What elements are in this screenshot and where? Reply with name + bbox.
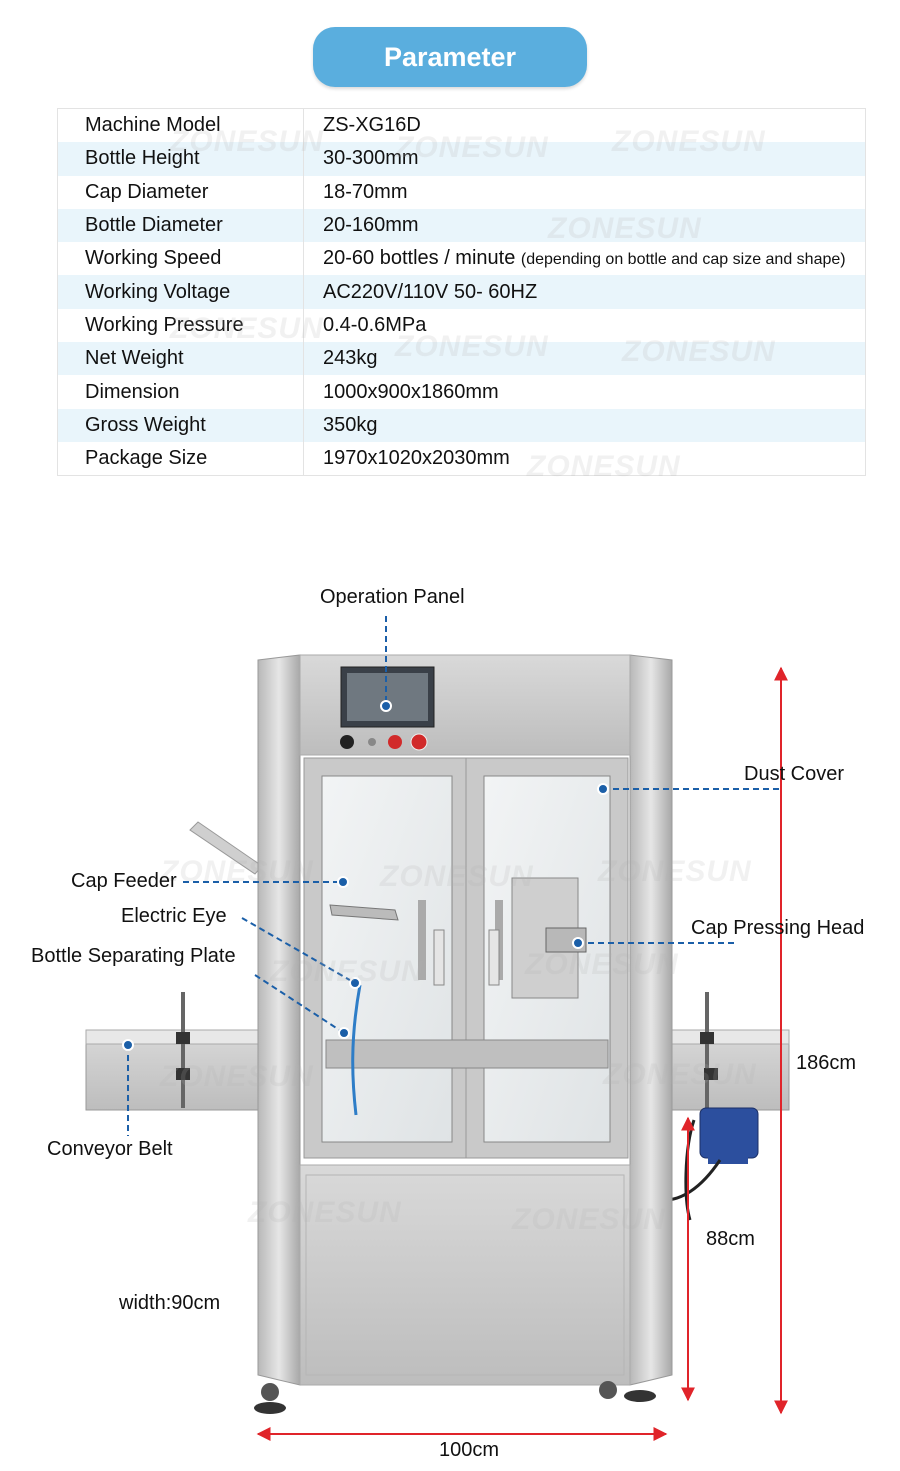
spec-label: Working Voltage	[57, 275, 304, 309]
conveyor-belt-marker	[122, 1039, 134, 1051]
electric-eye-marker	[349, 977, 361, 989]
spec-label: Working Pressure	[57, 308, 304, 343]
cap-pressing-head-marker	[572, 937, 584, 949]
spec-value-text: 0.4-0.6MPa	[323, 313, 427, 336]
spec-value: 0.4-0.6MPa	[304, 309, 866, 342]
length-label: 100cm	[439, 1439, 500, 1461]
spec-value-text: 1970x1020x2030mm	[323, 447, 510, 470]
spec-value: 1000x900x1860mm	[304, 375, 866, 408]
spec-value-text: 243kg	[323, 347, 378, 370]
left-conveyor	[85, 992, 263, 1111]
cap-feeder-marker	[337, 876, 349, 888]
spec-row: Package Size 1970x1020x2030mm	[57, 441, 866, 476]
spec-label: Package Size	[57, 441, 304, 476]
spec-label: Net Weight	[57, 342, 304, 376]
spec-value-text: 30-300mm	[323, 147, 419, 170]
electric-eye-label: Electric Eye	[121, 905, 227, 927]
spec-label: Cap Diameter	[57, 175, 304, 209]
bottle-separating-plate-label: Bottle Separating Plate	[31, 945, 236, 967]
spec-value: AC220V/110V 50- 60HZ	[303, 275, 866, 309]
spec-value-text: 20-160mm	[323, 214, 419, 237]
conveyor-belt-label: Conveyor Belt	[47, 1138, 173, 1160]
operation-panel-label: Operation Panel	[320, 586, 465, 608]
total-height-label: 186cm	[796, 1052, 857, 1074]
spec-value: 30-300mm	[303, 142, 866, 176]
spec-row: Gross Weight 350kg	[57, 408, 866, 442]
bottle-separating-plate-marker	[338, 1027, 350, 1039]
spec-value-text: 350kg	[323, 413, 378, 436]
spec-table: Machine Model ZS-XG16D Bottle Height 30-300…	[57, 108, 866, 477]
spec-value: ZS-XG16D	[304, 109, 866, 143]
spec-row: Working Voltage AC220V/110V 50- 60HZ	[57, 275, 866, 309]
spec-row: Working Pressure 0.4-0.6MPa	[57, 308, 866, 343]
conveyor-height-label: 88cm	[706, 1228, 755, 1250]
right-conveyor	[663, 992, 790, 1221]
spec-value-text: 18-70mm	[323, 180, 408, 203]
spec-value: 20-60 bottles / minute (depending on bot…	[304, 242, 866, 275]
spec-value-text: 20-60 bottles / minute	[323, 247, 516, 270]
spec-label: Gross Weight	[57, 408, 304, 442]
spec-value-text: AC220V/110V 50- 60HZ	[323, 280, 538, 303]
spec-value: 20-160mm	[303, 208, 866, 243]
spec-label: Machine Model	[57, 108, 304, 143]
spec-value: 243kg	[303, 342, 866, 376]
spec-row: Machine Model ZS-XG16D	[57, 108, 866, 143]
callout-lines	[127, 616, 782, 1136]
operation-panel-marker	[380, 700, 392, 712]
spec-label: Bottle Height	[57, 142, 304, 176]
spec-row: Bottle Height 30-300mm	[57, 142, 866, 176]
cap-chute-rail	[189, 821, 263, 875]
dust-cover-label: Dust Cover	[744, 763, 845, 785]
spec-label: Bottle Diameter	[57, 208, 304, 243]
spec-row: Net Weight 243kg	[57, 342, 866, 376]
machine-cabinet	[254, 654, 673, 1414]
spec-value-text: 1000x900x1860mm	[323, 380, 499, 403]
cap-pressing-head-label: Cap Pressing Head	[691, 917, 865, 939]
spec-value: 350kg	[303, 408, 866, 442]
spec-value-text: ZS-XG16D	[323, 114, 421, 137]
machine-illustration	[85, 616, 790, 1441]
spec-row: Bottle Diameter 20-160mm	[57, 208, 866, 243]
spec-value: 1970x1020x2030mm	[304, 442, 866, 476]
cap-feeder-label: Cap Feeder	[71, 870, 177, 892]
spec-row: Dimension 1000x900x1860mm	[57, 375, 866, 409]
spec-note: (depending on bottle and cap size and sh…	[520, 251, 846, 269]
spec-value: 18-70mm	[304, 176, 866, 209]
width-label: width:90cm	[119, 1292, 221, 1314]
parameter-title-badge: Parameter	[313, 27, 587, 87]
dust-cover-marker	[597, 783, 609, 795]
spec-label: Dimension	[57, 375, 304, 409]
spec-label: Working Speed	[57, 242, 304, 276]
spec-row: Cap Diameter 18-70mm	[57, 175, 866, 209]
